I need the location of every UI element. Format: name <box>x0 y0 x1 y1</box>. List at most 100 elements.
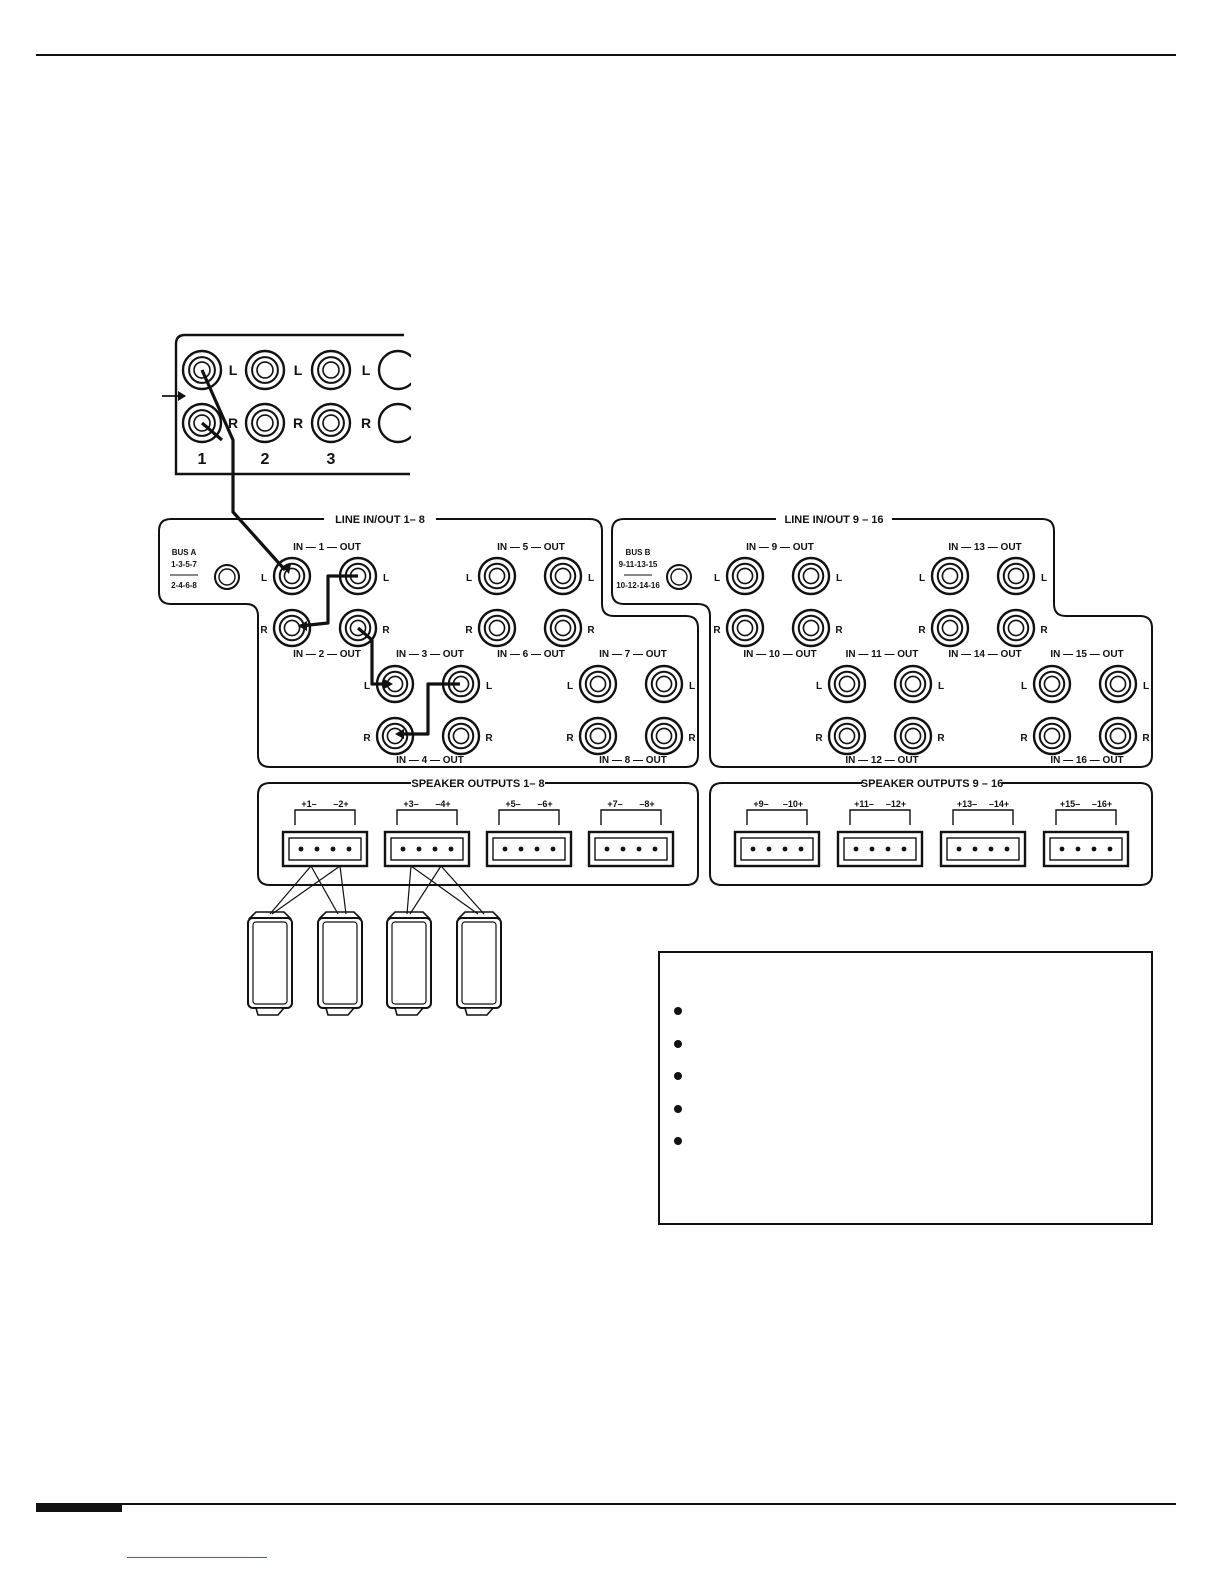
speaker-terminal: +15––16+ <box>1042 799 1130 868</box>
jack-inner-ring <box>936 562 964 590</box>
terminal-screw <box>956 846 962 852</box>
speaker-lead <box>409 865 442 915</box>
speaker-base <box>393 1007 425 1016</box>
rca-jack <box>543 608 583 648</box>
jack-letter-r: R <box>713 625 721 636</box>
jack-pin-ring <box>802 567 820 585</box>
jack-letter-l: L <box>816 681 822 692</box>
bus-odd-channels: 1-3-5-7 <box>171 560 197 569</box>
speaker-terminal: +5––6+ <box>485 799 573 868</box>
cable-arrow <box>298 621 307 631</box>
jack-inner-ring <box>1038 670 1066 698</box>
rca-jack <box>477 556 517 596</box>
channel-label: IN — 8 — OUT <box>599 755 667 766</box>
jack-letter-r: R <box>688 733 696 744</box>
speaker-body <box>247 917 293 1009</box>
jack-inner-ring <box>1104 722 1132 750</box>
rca-jack <box>644 716 684 756</box>
jack-pin-ring <box>256 414 274 432</box>
jack-pin-ring <box>554 619 572 637</box>
jack-letter-l: L <box>938 681 944 692</box>
speaker-body <box>317 917 363 1009</box>
terminal-bracket <box>294 809 356 825</box>
jack-pin-ring <box>283 619 301 637</box>
terminal-label-right: –4+ <box>435 799 450 809</box>
speaker-lead <box>269 865 312 915</box>
channel-label: IN — 11 — OUT <box>846 649 919 660</box>
jack-letter-r: R <box>937 733 945 744</box>
terminal-bracket <box>498 809 560 825</box>
jack-letter-l: L <box>919 573 925 584</box>
terminal-label-right: –14+ <box>989 799 1009 809</box>
cable-arrow <box>384 679 393 689</box>
terminal-body <box>733 830 821 868</box>
terminal-body <box>1042 830 1130 868</box>
rca-jack <box>644 664 684 704</box>
jack-inner-ring <box>833 722 861 750</box>
speaker-terminal: +7––8+ <box>587 799 675 868</box>
speaker-panel-a-title: SPEAKER OUTPUTS 1– 8 <box>411 778 544 790</box>
jack-inner-ring <box>1002 562 1030 590</box>
speaker <box>386 911 432 1016</box>
jack-letter-r: R <box>566 733 574 744</box>
terminal-bracket <box>849 809 911 825</box>
bus-jack-inner <box>670 568 688 586</box>
speaker-body <box>386 917 432 1009</box>
title-backing <box>411 774 545 790</box>
jack-pin-ring <box>904 727 922 745</box>
terminal-screw <box>448 846 454 852</box>
speaker-grille <box>252 921 288 1005</box>
terminal-screw <box>346 846 352 852</box>
jack-letter-l: L <box>1041 573 1047 584</box>
terminal-inner <box>288 837 362 861</box>
rca-jack <box>725 556 765 596</box>
rca-jack <box>1098 664 1138 704</box>
speaker-panel-b-title: SPEAKER OUTPUTS 9 – 16 <box>861 778 1003 790</box>
jack-pin-ring <box>838 675 856 693</box>
jack-pin-ring <box>589 675 607 693</box>
jack-letter-l: L <box>1021 681 1027 692</box>
bullet-dot <box>674 1007 682 1015</box>
jack-inner-ring <box>549 614 577 642</box>
rca-jack <box>543 556 583 596</box>
jack-inner-ring <box>797 562 825 590</box>
terminal-screw <box>534 846 540 852</box>
jack-inner-ring <box>251 356 279 384</box>
patch-cable <box>398 682 460 736</box>
terminal-label-left: +3– <box>403 799 418 809</box>
jack-letter-l: L <box>567 681 573 692</box>
source-channel-number: 1 <box>198 451 207 468</box>
jack-pin-ring <box>589 727 607 745</box>
speaker-terminal: +9––10+ <box>733 799 821 868</box>
channel-label: IN — 16 — OUT <box>1050 755 1123 766</box>
terminal-screw <box>432 846 438 852</box>
terminal-screw <box>853 846 859 852</box>
bus-even-channels: 10-12-14-16 <box>616 581 660 590</box>
terminal-screw <box>782 846 788 852</box>
terminal-inner <box>492 837 566 861</box>
rca-jack <box>791 608 831 648</box>
rca-jack <box>1032 716 1072 756</box>
rca-jack <box>930 608 970 648</box>
jack-inner-ring <box>188 356 216 384</box>
jack-pin-ring <box>554 567 572 585</box>
jack-inner-ring <box>549 562 577 590</box>
speaker-base <box>324 1007 356 1016</box>
speaker-grille <box>322 921 358 1005</box>
rca-jack <box>893 716 933 756</box>
terminal-screw <box>766 846 772 852</box>
source-left-label: L <box>229 362 238 378</box>
terminal-label-right: –2+ <box>333 799 348 809</box>
speaker-terminal: +1––2+ <box>281 799 369 868</box>
rca-jack <box>996 556 1036 596</box>
rca-jack <box>827 664 867 704</box>
terminal-label-left: +9– <box>753 799 768 809</box>
terminal-bracket <box>746 809 808 825</box>
terminal-label-right: –8+ <box>639 799 654 809</box>
source-right-label: R <box>293 415 303 431</box>
terminal-screw <box>652 846 658 852</box>
jack-letter-r: R <box>1142 733 1150 744</box>
jack-inner-ring <box>731 614 759 642</box>
jack-letter-l: L <box>714 573 720 584</box>
cable-arrow <box>282 564 291 574</box>
